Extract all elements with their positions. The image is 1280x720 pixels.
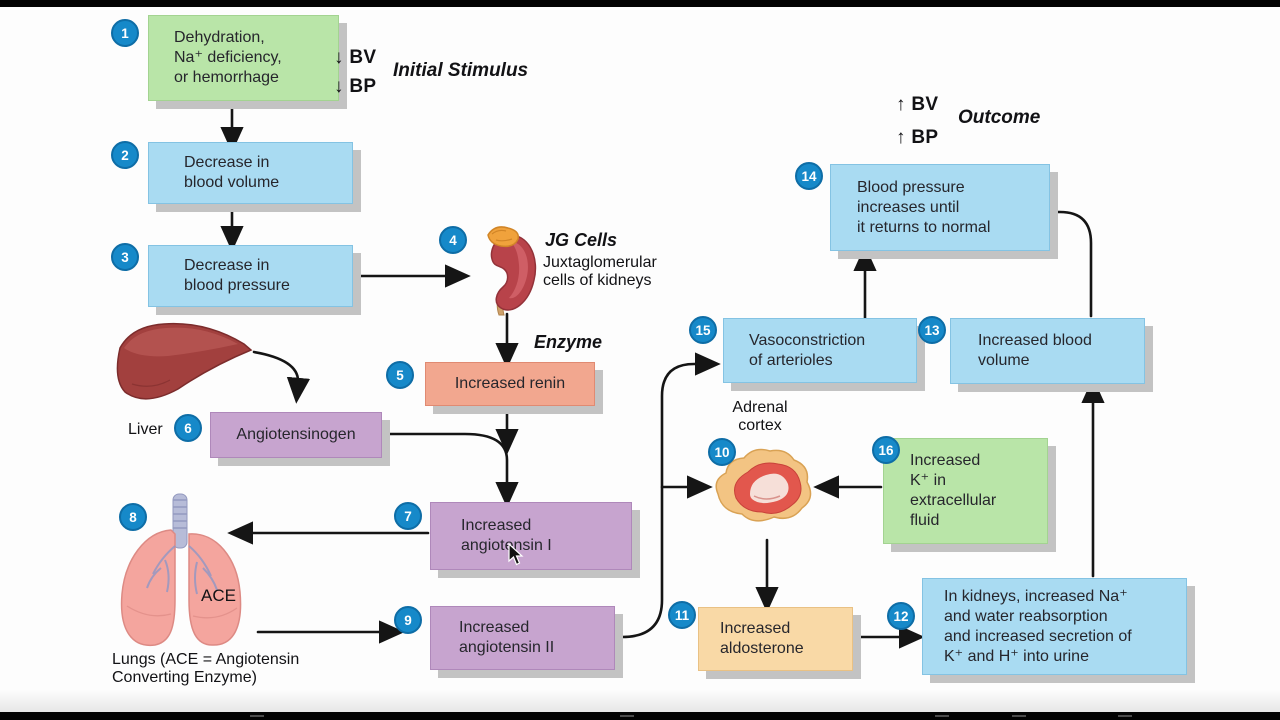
- step-badge-4: 4: [439, 226, 467, 254]
- step-badge-8: 8: [119, 503, 147, 531]
- node-text: In kidneys, increased Na⁺ and water reab…: [944, 587, 1132, 665]
- bv-up-label: ↑ BV: [896, 94, 939, 115]
- node-blood-pressure-normal: Blood pressure increases until it return…: [830, 164, 1050, 251]
- outcome-label: Outcome: [958, 107, 1041, 128]
- node-angiotensinogen: Angiotensinogen: [210, 412, 382, 458]
- progress-tick: [620, 715, 634, 717]
- node-text: Increased blood volume: [978, 332, 1092, 369]
- node-increased-aldosterone: Increased aldosterone: [698, 607, 853, 671]
- bv-down-label: ↓ BV: [334, 47, 377, 68]
- step-badge-3: 3: [111, 243, 139, 271]
- step-badge-5: 5: [386, 361, 414, 389]
- node-text: Blood pressure increases until it return…: [857, 178, 991, 236]
- node-text: Angiotensinogen: [236, 426, 356, 443]
- ace-label: ACE: [201, 586, 236, 605]
- node-increased-angiotensin-1: Increased angiotensin I: [430, 502, 632, 570]
- step-badge-1: 1: [111, 19, 139, 47]
- node-text: Increased K⁺ in extracellular fluid: [910, 452, 997, 529]
- initial-stimulus-label: Initial Stimulus: [393, 60, 529, 81]
- node-text: Vasoconstriction of arterioles: [749, 331, 866, 369]
- step-badge-2: 2: [111, 141, 139, 169]
- letterbox-top: [0, 0, 1280, 7]
- letterbox-bottom: [0, 712, 1280, 720]
- node-kidney-effects: In kidneys, increased Na⁺ and water reab…: [922, 578, 1187, 675]
- node-vasoconstriction: Vasoconstriction of arterioles: [723, 318, 917, 383]
- node-increased-renin: Increased renin: [425, 362, 595, 406]
- arrow-9-to-15: [585, 352, 721, 639]
- mouse-cursor: [508, 543, 524, 566]
- step-badge-11: 11: [668, 601, 696, 629]
- step-badge-14: 14: [795, 162, 823, 190]
- node-dehydration: Dehydration, Na⁺ deficiency, or hemorrha…: [148, 15, 339, 101]
- node-text: Decrease in blood volume: [184, 154, 280, 191]
- progress-tick: [250, 715, 264, 717]
- arrow-liver-to-angiotensinogen: [252, 350, 311, 404]
- liver-label: Liver: [128, 421, 163, 438]
- bp-down-label: ↓ BP: [334, 76, 377, 97]
- step-badge-15: 15: [689, 316, 717, 344]
- node-increased-potassium: Increased K⁺ in extracellular fluid: [883, 438, 1048, 544]
- node-decrease-blood-volume: Decrease in blood volume: [148, 142, 353, 204]
- arrow-angiotensinogen-to-7: [380, 432, 519, 508]
- progress-tick: [935, 715, 949, 717]
- bp-up-label: ↑ BP: [896, 127, 939, 148]
- liver-icon: [116, 322, 253, 400]
- step-badge-10: 10: [708, 438, 736, 466]
- node-text: Increased aldosterone: [720, 620, 804, 657]
- arrow-13-to-14: [1021, 200, 1093, 318]
- node-text: Decrease in blood pressure: [184, 257, 290, 294]
- adrenal-cortex-label: Adrenal cortex: [732, 399, 788, 434]
- step-badge-16: 16: [872, 436, 900, 464]
- progress-tick: [1012, 715, 1026, 717]
- step-badge-12: 12: [887, 602, 915, 630]
- enzyme-label: Enzyme: [534, 332, 603, 352]
- node-text: Increased angiotensin I: [461, 517, 552, 554]
- jg-cells-label: JG Cells: [545, 230, 618, 250]
- step-badge-13: 13: [918, 316, 946, 344]
- step-badge-6: 6: [174, 414, 202, 442]
- step-badge-7: 7: [394, 502, 422, 530]
- bottom-fade: [0, 690, 1280, 712]
- lungs-caption: Lungs (ACE = Angiotensin Converting Enzy…: [112, 651, 300, 686]
- progress-tick: [1118, 715, 1132, 717]
- kidney-icon: [487, 226, 537, 316]
- step-badge-9: 9: [394, 606, 422, 634]
- jg-cells-sublabel: Juxtaglomerular cells of kidneys: [543, 254, 657, 289]
- node-text: Increased renin: [454, 375, 566, 392]
- node-increased-blood-volume: Increased blood volume: [950, 318, 1145, 384]
- node-text: Dehydration, Na⁺ deficiency, or hemorrha…: [174, 29, 282, 86]
- node-decrease-blood-pressure: Decrease in blood pressure: [148, 245, 353, 307]
- adrenal-gland-icon: [715, 448, 812, 522]
- node-text: Increased angiotensin II: [459, 619, 555, 656]
- lungs-icon: [120, 493, 242, 647]
- node-increased-angiotensin-2: Increased angiotensin II: [430, 606, 615, 670]
